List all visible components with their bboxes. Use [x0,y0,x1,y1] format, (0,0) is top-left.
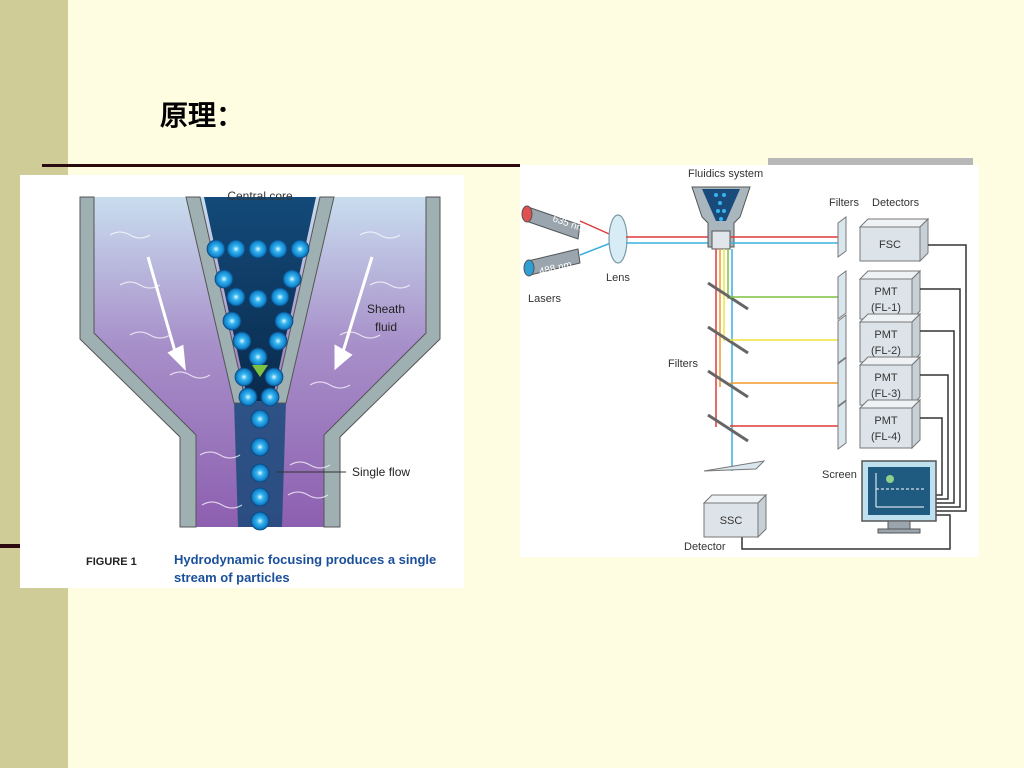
outer-wall-left [79,196,197,528]
particle-cell [234,367,254,387]
detector-label: Detector [684,541,726,553]
screen-monitor [861,460,937,534]
pmt-fl1-channel: (FL-1) [871,302,901,314]
particle-cell [226,287,246,307]
pmt-fl4-channel: (FL-4) [871,431,901,443]
hydrodynamic-focusing-diagram: Central core Sheath fluid Single flow FI… [79,189,441,585]
lens-label: Lens [606,272,630,284]
laser-635-tube [521,205,581,240]
sheath-wave-lines [109,231,411,509]
inner-wall-right [273,196,335,404]
sheath-flow-arrows [146,256,374,372]
ssc-detector [702,493,768,539]
side-accent-line [0,544,24,548]
hydrodynamic-focusing-figure: Central core Sheath fluid Single flow FI… [20,175,464,588]
sheath-arrow-right [340,256,374,356]
dichroic-mirrors [707,281,749,443]
particle-cells [206,239,310,531]
fluidics-label: Fluidics system [688,168,763,180]
pmt-fl3-label: PMT [874,372,898,384]
pmt-fl3-detector [858,355,922,407]
ssc-filter [703,460,766,472]
particle-cell [238,387,258,407]
particle-cell [206,239,226,259]
particle-cell [248,239,268,259]
pmt-fl2-label: PMT [874,329,898,341]
sheath-fluid-label-2: fluid [375,320,397,334]
outer-wall-right [323,196,441,528]
particle-cell [270,287,290,307]
particle-cell [250,463,270,483]
flow-cell [711,230,731,250]
particle-cell [248,347,268,367]
particle-cell [290,239,310,259]
fluidics-core [702,189,740,221]
figure-caption-line-1: Hydrodynamic focusing produces a single [174,552,436,567]
sheath-fluid-label-1: Sheath [367,302,405,316]
filters-mid-label: Filters [668,358,698,370]
laser-488-tube [523,248,581,277]
particle-cell [250,487,270,507]
detectors-label: Detectors [872,197,920,209]
lasers-label: Lasers [528,293,562,305]
signal-cables [741,244,967,550]
particle-cell [268,239,288,259]
particle-cell [232,331,252,351]
flow-cytometer-figure: 635 nm 488 nm Lasers Lens Fluidics syste… [520,165,979,557]
central-core-label: Central core [227,189,293,203]
ssc-label: SSC [720,515,743,527]
fsc-label: FSC [879,239,901,251]
single-flow-label: Single flow [352,465,410,479]
particle-cell [222,311,242,331]
sheath-arrow-right-head [334,344,353,371]
title-rule [42,164,520,167]
particle-cell [250,437,270,457]
particle-cell [260,387,280,407]
figure-caption-line-2: stream of particles [174,570,290,585]
particle-cell [248,289,268,309]
lens [608,214,628,264]
pmt-fl3-channel: (FL-3) [871,388,901,400]
pmt-fl4-label: PMT [874,415,898,427]
band-pass-filters [837,216,847,450]
particle-cell [250,511,270,531]
fsc-detector [858,217,930,263]
slide-title: 原理： [160,99,245,132]
pmt-fl2-detector [858,312,922,364]
sheath-arrow-left-head [167,344,186,372]
figure-caption-label: FIGURE 1 [86,556,137,568]
particle-cell [274,311,294,331]
particle-cell [226,239,246,259]
filters-top-label: Filters [829,197,859,209]
fluidics-cells [714,193,726,221]
pmt-fl4-detector [858,398,922,450]
screen-label: Screen [822,469,857,481]
particle-cell [264,367,284,387]
particle-cell [282,269,302,289]
flow-cytometer-schematic: 635 nm 488 nm Lasers Lens Fluidics syste… [521,168,967,553]
pmt-fl2-channel: (FL-2) [871,345,901,357]
pmt-fl1-label: PMT [874,286,898,298]
pmt-fl1-detector [858,269,922,321]
sheath-arrow-left [146,256,178,356]
title-rule-gray [768,158,973,165]
particle-cell [250,409,270,429]
core-flow-arrow [252,365,268,377]
particle-cell [268,331,288,351]
particle-cell [214,269,234,289]
